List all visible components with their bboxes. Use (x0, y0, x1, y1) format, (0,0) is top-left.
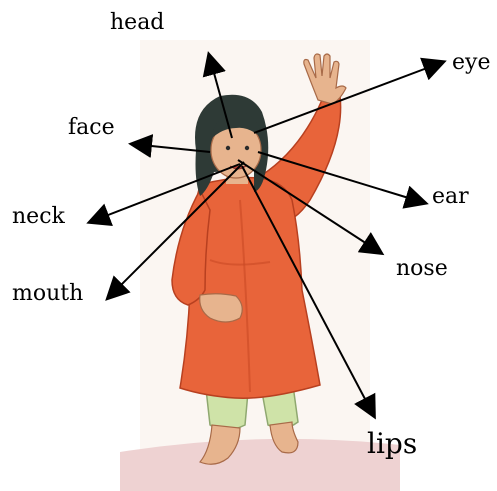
label-face: face (68, 117, 115, 139)
label-ear: ear (432, 186, 469, 208)
ground (120, 439, 400, 491)
eye-left (226, 146, 230, 150)
label-lips: lips (367, 430, 417, 458)
label-neck: neck (12, 206, 65, 228)
label-nose: nose (396, 258, 448, 280)
label-head: head (110, 12, 164, 34)
label-eye: eye (452, 52, 490, 74)
eye-right (245, 146, 249, 150)
label-mouth: mouth (12, 283, 83, 305)
